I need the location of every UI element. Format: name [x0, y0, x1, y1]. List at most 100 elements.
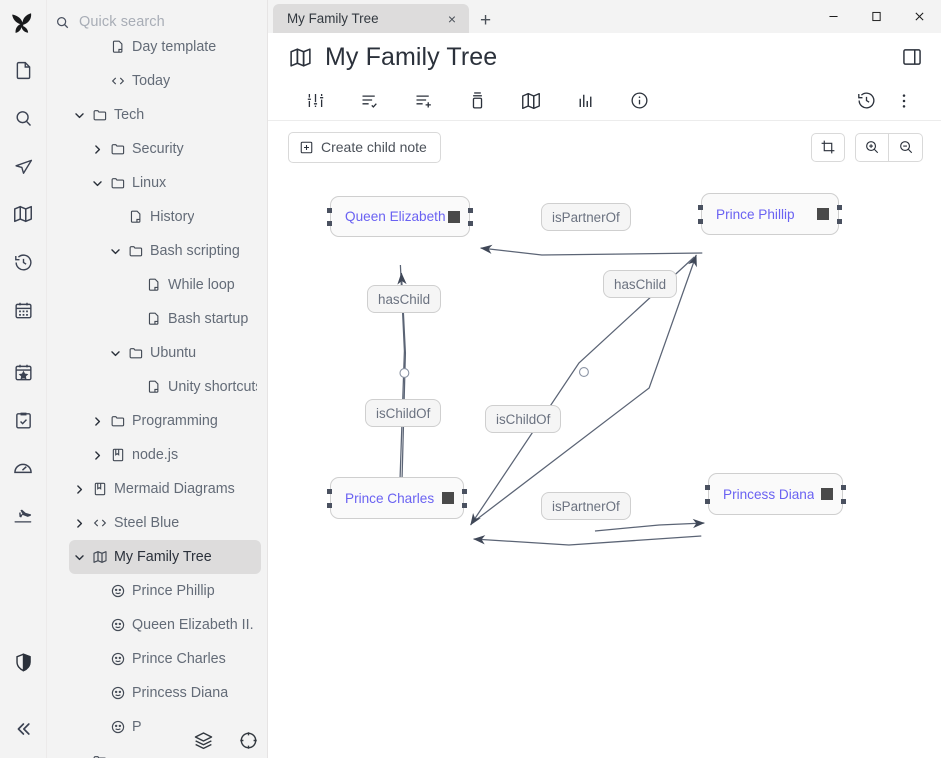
- edge-label-e5[interactable]: isChildOf: [485, 405, 562, 433]
- relation-node-phillip[interactable]: Prince Phillip: [701, 193, 839, 235]
- rail-jump-to-note-icon[interactable]: [6, 149, 40, 183]
- app-logo-icon[interactable]: [7, 8, 39, 40]
- rail-bookmarks-icon[interactable]: [6, 355, 40, 389]
- relation-node-charles[interactable]: Prince Charles: [330, 477, 464, 519]
- relation-node-label[interactable]: Princess Diana: [723, 486, 815, 502]
- target-icon[interactable]: [238, 730, 259, 751]
- note-info-icon[interactable]: [612, 84, 666, 118]
- collapse-sidebar-icon[interactable]: [6, 712, 40, 746]
- tree-item-queen-elizabeth-ii[interactable]: Queen Elizabeth II.: [87, 608, 261, 642]
- node-connection-port[interactable]: [705, 485, 710, 491]
- tree-item-unity-shortcuts[interactable]: Unity shortcuts: [123, 370, 261, 404]
- note-revisions-icon[interactable]: [342, 84, 396, 118]
- node-connection-port[interactable]: [327, 502, 332, 508]
- chevron-down-icon[interactable]: [105, 347, 125, 360]
- window-maximize-button[interactable]: [855, 0, 898, 33]
- edge-label-e2[interactable]: hasChild: [367, 285, 442, 313]
- tree-item-steel-blue[interactable]: Steel Blue: [69, 506, 261, 540]
- chevron-down-icon[interactable]: [87, 177, 107, 190]
- tree-item-linux[interactable]: Linux: [87, 166, 261, 200]
- tree-item-node-js[interactable]: node.js: [87, 438, 261, 472]
- chevron-right-icon[interactable]: [69, 517, 89, 530]
- more-options-icon[interactable]: [885, 84, 923, 118]
- fit-to-screen-button[interactable]: [811, 132, 845, 162]
- chevron-right-icon[interactable]: [69, 483, 89, 496]
- node-resize-handle[interactable]: [442, 492, 454, 504]
- layers-icon[interactable]: [193, 730, 214, 751]
- node-connection-port[interactable]: [468, 207, 473, 213]
- rail-dashboard-icon[interactable]: [6, 451, 40, 485]
- edge-label-e3[interactable]: hasChild: [603, 270, 678, 298]
- tree-item-security[interactable]: Security: [87, 132, 261, 166]
- note-stats-icon[interactable]: [558, 84, 612, 118]
- add-list-item-icon[interactable]: [396, 84, 450, 118]
- tree-item-tech[interactable]: Tech: [69, 98, 261, 132]
- tree-item-mermaid-diagrams[interactable]: Mermaid Diagrams: [69, 472, 261, 506]
- node-connection-port[interactable]: [705, 498, 710, 504]
- note-attributes-icon[interactable]: [288, 84, 342, 118]
- tree-item-prince-charles[interactable]: Prince Charles: [87, 642, 261, 676]
- node-connection-port[interactable]: [837, 205, 842, 211]
- tree-item-prince-phillip[interactable]: Prince Phillip: [87, 574, 261, 608]
- edge-label-e6[interactable]: isPartnerOf: [541, 492, 631, 520]
- zoom-in-button[interactable]: [855, 132, 889, 162]
- page-title[interactable]: My Family Tree: [325, 42, 498, 71]
- node-connection-port[interactable]: [837, 218, 842, 224]
- note-archive-icon[interactable]: [450, 84, 504, 118]
- tree-item-bash-startup[interactable]: Bash startup: [123, 302, 261, 336]
- tree-item-blank[interactable]: [69, 744, 261, 758]
- rail-search-icon[interactable]: [6, 101, 40, 135]
- rail-send-plane-icon[interactable]: [6, 499, 40, 533]
- node-resize-handle[interactable]: [821, 488, 833, 500]
- node-connection-port[interactable]: [462, 489, 467, 495]
- relation-node-label[interactable]: Queen Elizabeth II.: [345, 209, 448, 224]
- tree-item-history[interactable]: History: [105, 200, 261, 234]
- node-connection-port[interactable]: [327, 489, 332, 495]
- tree-item-bash-scripting[interactable]: Bash scripting: [105, 234, 261, 268]
- node-connection-port[interactable]: [698, 205, 703, 211]
- tree-item-programming[interactable]: Programming: [87, 404, 261, 438]
- tab-my-family-tree[interactable]: My Family Tree ×: [273, 4, 469, 33]
- tree-item-today[interactable]: Today: [87, 64, 261, 98]
- tree-item-ubuntu[interactable]: Ubuntu: [105, 336, 261, 370]
- new-tab-button[interactable]: +: [480, 10, 492, 31]
- tree-item-p[interactable]: P: [87, 710, 261, 744]
- chevron-right-icon[interactable]: [87, 449, 107, 462]
- relation-map-canvas[interactable]: Queen Elizabeth II. Prince PhillipPrince …: [268, 173, 941, 758]
- node-connection-port[interactable]: [698, 218, 703, 224]
- edge-label-e1[interactable]: isPartnerOf: [541, 203, 631, 231]
- tree-item-princess-diana[interactable]: Princess Diana: [87, 676, 261, 710]
- note-map-icon[interactable]: [504, 84, 558, 118]
- node-resize-handle[interactable]: [817, 208, 829, 220]
- note-history-icon[interactable]: [847, 84, 885, 118]
- chevron-down-icon[interactable]: [105, 245, 125, 258]
- tree-item-my-family-tree[interactable]: My Family Tree: [69, 540, 261, 574]
- node-connection-port[interactable]: [841, 498, 846, 504]
- tab-close-icon[interactable]: ×: [447, 10, 456, 27]
- tree-item-day-template[interactable]: Day template: [87, 30, 261, 64]
- rail-recent-changes-icon[interactable]: [6, 245, 40, 279]
- node-resize-handle[interactable]: [448, 210, 460, 223]
- relation-node-label[interactable]: Prince Charles: [345, 490, 435, 506]
- node-connection-port[interactable]: [462, 502, 467, 508]
- chevron-right-icon[interactable]: [87, 415, 107, 428]
- window-minimize-button[interactable]: [812, 0, 855, 33]
- zoom-out-button[interactable]: [889, 132, 923, 162]
- relation-node-qe2[interactable]: Queen Elizabeth II.: [330, 196, 470, 237]
- node-connection-port[interactable]: [327, 221, 332, 227]
- chevron-down-icon[interactable]: [69, 109, 89, 122]
- edge-label-e4[interactable]: isChildOf: [365, 399, 442, 427]
- chevron-right-icon[interactable]: [87, 143, 107, 156]
- create-child-note-button[interactable]: Create child note: [288, 131, 441, 163]
- right-panel-toggle-icon[interactable]: [901, 46, 923, 68]
- node-connection-port[interactable]: [327, 207, 332, 213]
- rail-tasks-icon[interactable]: [6, 403, 40, 437]
- tree-item-while-loop[interactable]: While loop: [123, 268, 261, 302]
- quick-search[interactable]: Quick search: [47, 0, 267, 44]
- relation-node-label[interactable]: Prince Phillip: [716, 206, 795, 222]
- protected-session-shield-icon[interactable]: [6, 645, 40, 679]
- rail-note-map-icon[interactable]: [6, 197, 40, 231]
- rail-calendar-icon[interactable]: [6, 293, 40, 327]
- node-connection-port[interactable]: [468, 221, 473, 227]
- node-connection-port[interactable]: [841, 485, 846, 491]
